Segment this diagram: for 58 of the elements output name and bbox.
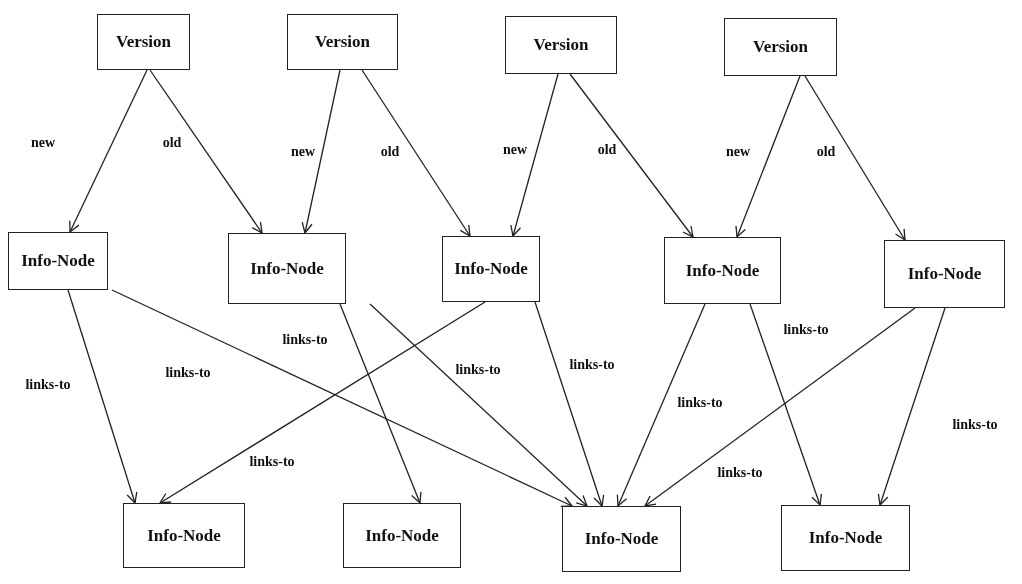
edge-label: links-to: [163, 366, 213, 380]
node-label: Info-Node: [808, 527, 883, 550]
arrow: [149, 69, 263, 234]
arrow: [159, 301, 486, 504]
node-box: [287, 14, 398, 70]
edge-label: old: [814, 145, 838, 159]
node-label: Info-Node: [685, 259, 760, 282]
arrow: [735, 75, 801, 238]
arrow: [339, 303, 422, 504]
edge-label: links-to: [567, 358, 617, 372]
edge-label: links-to: [453, 363, 503, 377]
node-box: [343, 503, 461, 568]
edge-label: links-to: [675, 396, 725, 410]
arrow: [569, 73, 694, 238]
arrow: [616, 303, 706, 507]
node-box: [884, 240, 1005, 308]
arrow: [749, 303, 823, 506]
node-box: [724, 18, 837, 76]
arrow: [361, 69, 471, 237]
node-box: [123, 503, 245, 568]
node-label: Info-Node: [250, 257, 324, 280]
node-box: [442, 236, 540, 302]
node-label: Version: [752, 36, 809, 59]
edge-label: links-to: [23, 378, 73, 392]
node-box: [664, 237, 781, 304]
node-label: Version: [533, 34, 589, 57]
arrow: [804, 75, 906, 241]
node-label: Version: [314, 31, 371, 54]
node-label: Info-Node: [21, 250, 95, 273]
node-label: Info-Node: [584, 528, 659, 551]
arrow: [534, 301, 605, 507]
node-label: Info-Node: [147, 524, 221, 547]
node-box: [781, 505, 910, 571]
node-box: [505, 16, 617, 74]
node-box: [562, 506, 681, 572]
arrow: [111, 289, 573, 507]
node-label: Version: [115, 31, 172, 54]
node-label: Info-Node: [365, 524, 439, 547]
edge-label: links-to: [781, 323, 831, 337]
arrow: [369, 303, 588, 507]
node-box: [97, 14, 190, 70]
edge-label: old: [160, 136, 184, 150]
edge-label: old: [378, 145, 402, 159]
node-box: [8, 232, 108, 290]
node-box: [228, 233, 346, 304]
edge-label: links-to: [247, 455, 297, 469]
arrow: [69, 69, 148, 233]
arrow: [644, 307, 916, 507]
arrow: [510, 73, 559, 237]
edge-label: links-to: [950, 418, 1000, 432]
node-label: Info-Node: [907, 263, 982, 286]
arrow: [877, 307, 946, 506]
node-label: Info-Node: [454, 258, 528, 281]
edge-label: old: [595, 143, 619, 157]
edge-label: links-to: [715, 466, 765, 480]
edge-label: links-to: [280, 333, 330, 347]
arrow: [67, 289, 138, 504]
arrow: [301, 69, 341, 234]
